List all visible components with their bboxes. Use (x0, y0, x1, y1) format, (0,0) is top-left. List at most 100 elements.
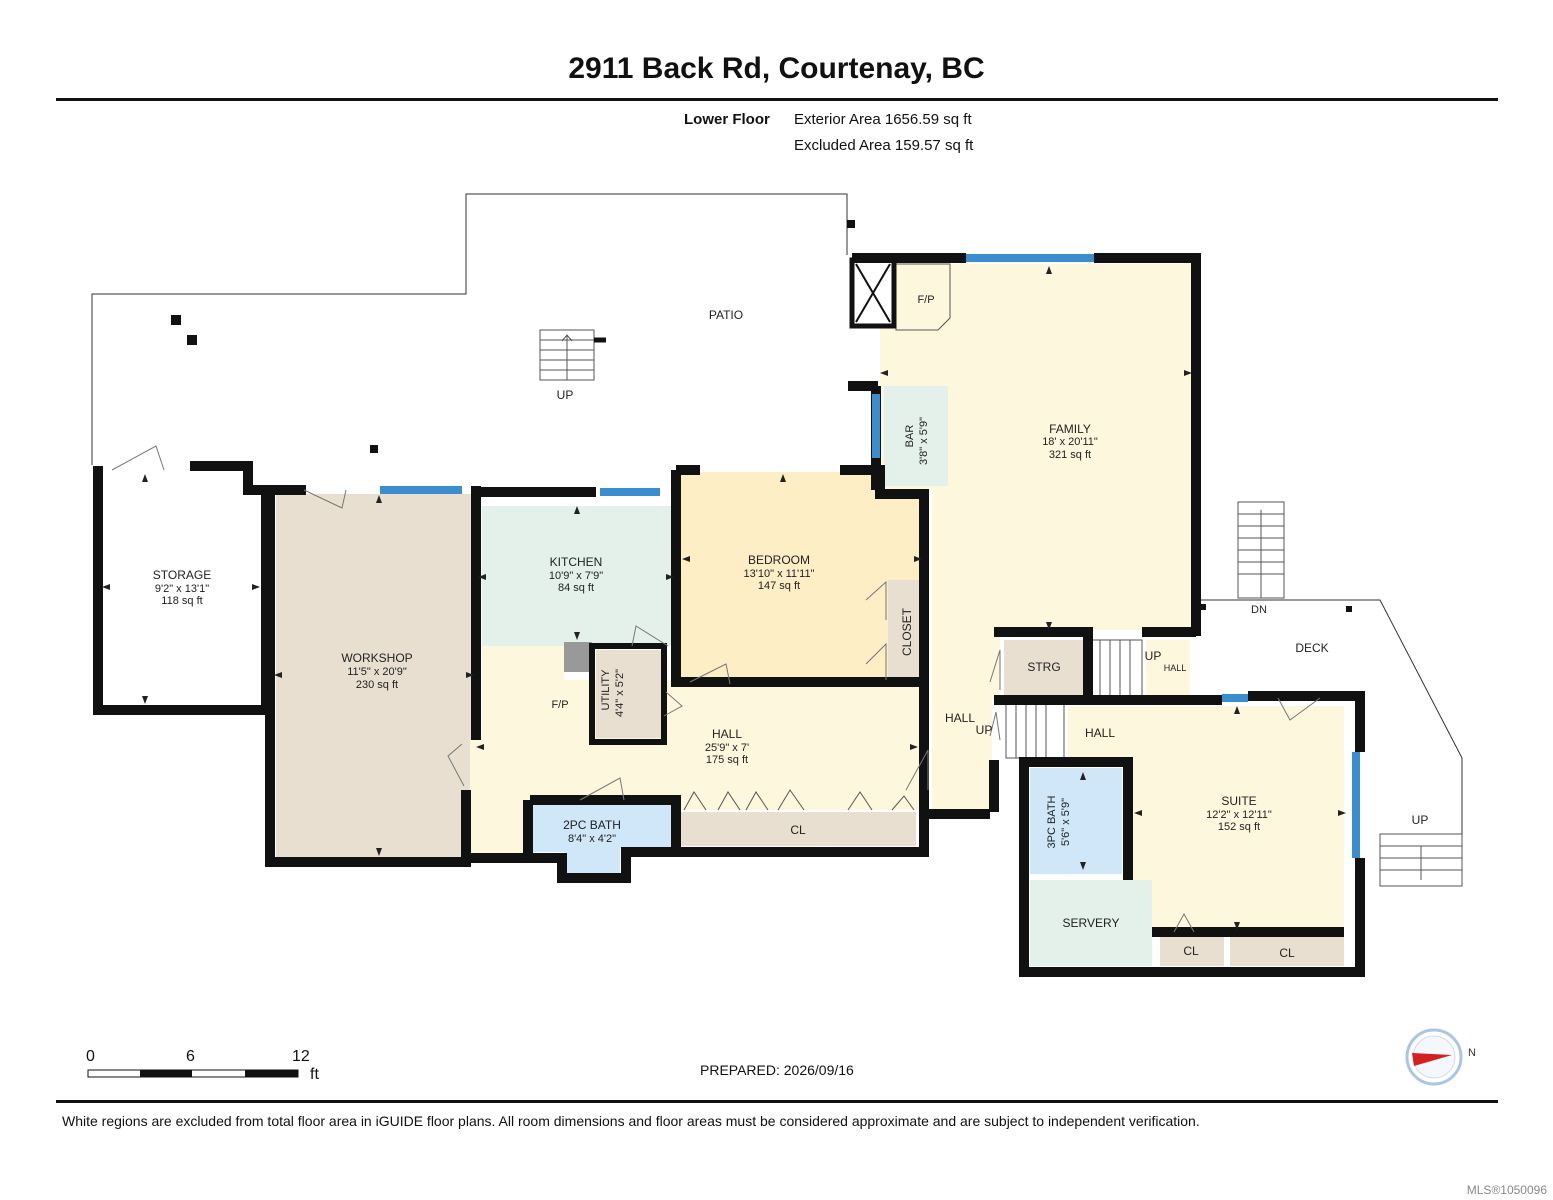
hall-small-lower (1068, 706, 1132, 760)
utility-room (596, 650, 662, 738)
interior-stairs (1005, 639, 1143, 759)
deck-dn-label: DN (1251, 604, 1267, 616)
suite-dims: 12'2" x 12'11" (1206, 809, 1272, 821)
strg-name: STRG (1027, 660, 1060, 674)
prepared-date: PREPARED: 2026/09/16 (700, 1062, 854, 1078)
excluded-area: Excluded Area 159.57 sq ft (794, 137, 974, 154)
patio-post (187, 335, 197, 345)
floor-name: Lower Floor (684, 111, 770, 128)
hall-family-label: HALL (945, 711, 975, 725)
family-dims: 18' x 20'11" (1042, 436, 1098, 448)
kitchen-dims: 10'9" x 7'9" (549, 570, 603, 582)
kitchen-area: 84 sq ft (558, 582, 594, 594)
deck-post (1200, 604, 1206, 610)
scale-bar (87, 1069, 299, 1078)
deck-stairs-bottom (1379, 833, 1463, 887)
doors (111, 445, 1321, 933)
suite-closet (1160, 936, 1224, 966)
deck-up-label: UP (1412, 813, 1429, 827)
bedroom-name: BEDROOM (748, 553, 810, 567)
disclaimer-text: White regions are excluded from total fl… (62, 1113, 1200, 1129)
bath2-room (528, 800, 672, 874)
suite-name: SUITE (1221, 794, 1256, 808)
patio-label: PATIO (709, 308, 743, 322)
closet-room (888, 580, 920, 680)
hall-dims: 25'9" x 7' (705, 742, 749, 754)
bedroom-room (680, 472, 920, 682)
family-name: FAMILY (1049, 422, 1091, 436)
scale-mark-6: 6 (186, 1048, 195, 1065)
plan-title: 2911 Back Rd, Courtenay, BC (568, 52, 985, 85)
patio-stairs (539, 329, 606, 381)
bar-room (884, 386, 948, 486)
patio-outline (91, 193, 848, 465)
suite-room (1132, 706, 1344, 932)
footer-divider (56, 1100, 1498, 1103)
bedroom-dims: 13'10" x 11'11" (744, 568, 815, 580)
utility-dims: 4'4" x 5'2" (614, 669, 626, 717)
exterior-area: Exterior Area 1656.59 sq ft (794, 111, 972, 128)
hall-closet-label: CL (790, 823, 806, 837)
hall-small-label: HALL (1164, 663, 1187, 673)
bath3-room (1030, 768, 1122, 874)
chimney-x (855, 263, 891, 323)
bar-name: BAR (904, 425, 916, 448)
family-fp-label: F/P (917, 294, 934, 306)
compass-north-label: N (1468, 1047, 1476, 1059)
hall-small-upper (1146, 640, 1190, 696)
storage-dims: 9'2" x 13'1" (155, 583, 209, 595)
suite-closet-label: CL (1183, 944, 1199, 958)
storage-area: 118 sq ft (161, 595, 202, 607)
hall-suite-label: HALL (1085, 726, 1115, 740)
family-area: 321 sq ft (1049, 449, 1091, 461)
dimension-arrows (102, 266, 1346, 930)
suite-area: 152 sq ft (1218, 821, 1260, 833)
bar-dims: 3'8" x 5'9" (918, 417, 930, 465)
suite-up-label: UP (976, 723, 993, 737)
scale-mark-12: 12 (292, 1048, 310, 1065)
title-divider (56, 98, 1498, 101)
bath2-name: 2PC BATH (563, 818, 621, 832)
utility-name: UTILITY (600, 669, 612, 711)
workshop-area: 230 sq ft (356, 679, 398, 691)
closet-bifold-doors (683, 789, 915, 811)
walls (93, 253, 1365, 977)
patio-post (171, 315, 181, 325)
family-room (880, 264, 1192, 812)
servery-name: SERVERY (1063, 916, 1120, 930)
hall-fp-label: F/P (551, 699, 568, 711)
workshop-name: WORKSHOP (341, 651, 412, 665)
storage-name: STORAGE (153, 568, 211, 582)
utility-walls (589, 643, 667, 745)
hall-room (470, 646, 920, 858)
suite-closet-2-label: CL (1279, 946, 1295, 960)
hall-area: 175 sq ft (706, 754, 748, 766)
closet-name: CLOSET (900, 607, 914, 656)
patio-post (847, 220, 855, 228)
windows (380, 254, 1360, 858)
bath3-dims: 5'6" x 5'9" (1060, 798, 1072, 846)
patio-up-label: UP (557, 388, 574, 402)
kitchen-room (482, 506, 672, 646)
servery-room (1030, 880, 1152, 966)
deck-post (1346, 606, 1352, 612)
compass-icon: N (1405, 1028, 1476, 1086)
suite-closet-2 (1230, 936, 1344, 966)
hall-closet (680, 812, 916, 846)
hall-name: HALL (712, 727, 742, 741)
patio-post (370, 445, 378, 453)
scale-unit: ft (310, 1066, 319, 1083)
bedroom-area: 147 sq ft (758, 580, 800, 592)
deck-outline (1200, 599, 1463, 836)
strg-room (1004, 640, 1084, 696)
bath2-dims: 8'4" x 4'2" (568, 833, 616, 845)
storage-room (98, 472, 260, 708)
kitchen-name: KITCHEN (550, 555, 603, 569)
workshop-dims: 11'5" x 20'9" (347, 666, 407, 678)
strg-up-label: UP (1145, 649, 1162, 663)
bath3-name: 3PC BATH (1046, 795, 1058, 848)
deck-stairs-top (1237, 501, 1285, 599)
mls-number: MLS®1050096 (1466, 1183, 1547, 1197)
scale-mark-0: 0 (86, 1048, 95, 1065)
